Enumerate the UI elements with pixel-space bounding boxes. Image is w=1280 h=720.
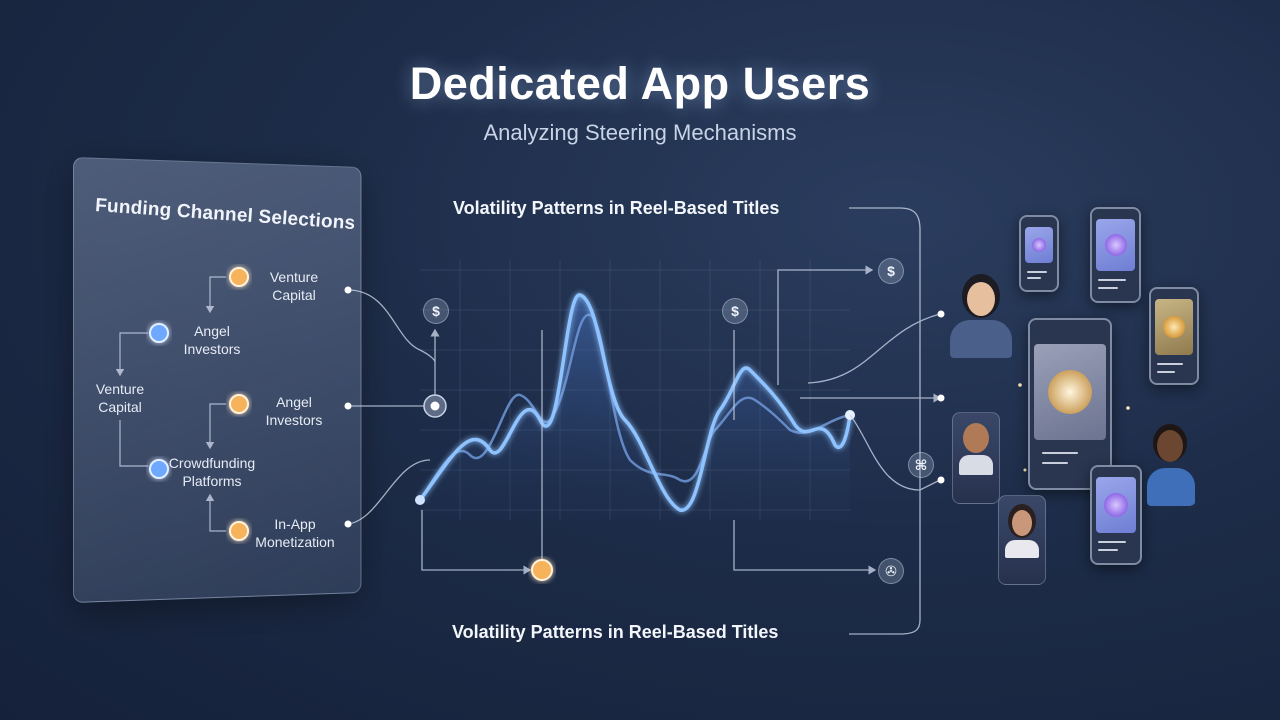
panel-anchor-1 [344,286,352,294]
avatar-woman-2 [998,495,1046,585]
phone-small-1 [1019,215,1059,292]
film-reel-icon: ✇ [878,558,904,584]
label-in-app: In-App Monetization [255,516,335,550]
avatar-man-2 [1143,416,1197,506]
label-angel-investors-1: Angel Investors [183,323,241,357]
phone-anchor-3 [937,476,945,484]
label-venture-capital-2: Venture Capital [95,381,145,415]
label-venture-capital-1: Venture Capital [269,269,319,303]
label-angel-investors-2: Angel Investors [265,394,323,428]
wave-area [420,294,850,520]
node-angel-investors-2 [229,394,249,414]
page-subtitle: Analyzing Steering Mechanisms [483,120,797,145]
phone-small-3 [1149,287,1199,385]
phone-anchor-1 [937,310,945,318]
avatar-man-1 [952,412,1000,504]
dollar-icon: $ [878,258,904,284]
panel-to-chart-connectors [347,207,942,635]
page-title: Dedicated App Users [409,58,871,109]
panel-connectors [115,276,226,532]
label-crowdfunding: Crowdfunding Platforms [168,455,256,489]
phone-small-2 [1090,207,1141,303]
chart-node-orange [531,559,553,581]
node-crowdfunding [149,459,169,479]
avatar-woman-1 [940,270,1024,358]
wave-start-point [415,495,425,505]
node-angel-investors-1 [149,323,169,343]
phone-main [1028,318,1112,490]
wave-secondary [418,313,851,501]
chart-label-top: Volatility Patterns in Reel-Based Titles [453,198,780,218]
phone-anchor-2 [937,394,945,402]
dollar-icon: $ [423,298,449,324]
panel-anchor-3 [344,520,352,528]
wave-primary [418,293,852,512]
chart-label-bottom: Volatility Patterns in Reel-Based Titles [452,622,779,642]
dollar-icon: $ [722,298,748,324]
node-venture-capital-1 [229,267,249,287]
node-in-app [229,521,249,541]
phone-small-4 [1090,465,1142,565]
hash-icon: ⌘ [908,452,934,478]
panel-anchor-2 [344,402,352,410]
